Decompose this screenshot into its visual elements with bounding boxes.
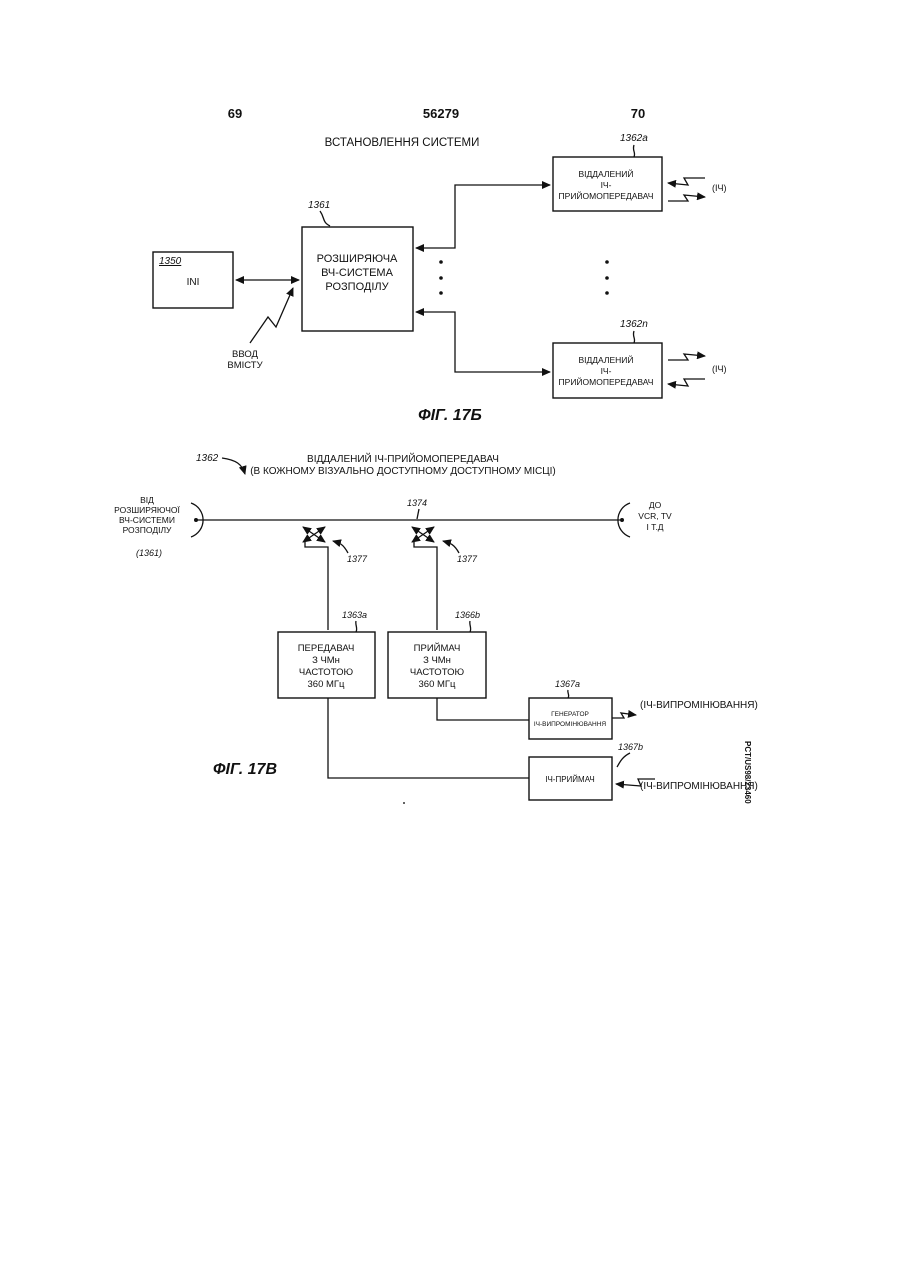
ir-generator-leader bbox=[568, 690, 569, 698]
receiver-to-generator-line bbox=[437, 698, 529, 720]
receiver-ref: 1366b bbox=[455, 610, 480, 620]
link-to-transceiver-a bbox=[416, 185, 550, 248]
source-label-3: ВЧ-СИСТЕМИ bbox=[119, 515, 175, 525]
system-label-line-2: ВЧ-СИСТЕМА bbox=[321, 267, 393, 279]
ir-emission-arrow bbox=[612, 713, 636, 718]
remote-transceiver-title-2: (В КОЖНОМУ ВІЗУАЛЬНО ДОСТУПНОМУ ДОСТУПНО… bbox=[250, 466, 556, 477]
remote-transceiver-title-1: ВІДДАЛЕНИЙ ІЧ-ПРИЙОМОПЕРЕДАВАЧ bbox=[307, 452, 499, 465]
content-input-label-1: ВВОД bbox=[232, 349, 259, 360]
transceiver-a-label-2: ІЧ- bbox=[601, 180, 612, 190]
ellipsis-dots-left bbox=[439, 260, 443, 295]
transceiver-n-label-2: ІЧ- bbox=[601, 366, 612, 376]
transmitter-label-2: З ЧМн bbox=[312, 655, 340, 666]
coupler-right bbox=[412, 527, 437, 630]
ini-label: INI bbox=[187, 277, 200, 288]
transceiver-a-label-1: ВІДДАЛЕНИЙ bbox=[578, 168, 633, 179]
figure-17v: 1362 ВІДДАЛЕНИЙ ІЧ-ПРИЙОМОПЕРЕДАВАЧ (В К… bbox=[114, 452, 758, 804]
page-number-left: 69 bbox=[228, 106, 242, 121]
ir-reception-label: (ІЧ-ВИПРОМІНЮВАННЯ) bbox=[640, 781, 758, 792]
transmitter-leader bbox=[356, 621, 357, 632]
source-label-4: РОЗПОДІЛУ bbox=[123, 525, 172, 535]
transmitter-label-1: ПЕРЕДАВАЧ bbox=[298, 643, 355, 654]
figure-17v-caption: ФІГ. 17В bbox=[213, 761, 277, 778]
transmitter-label-4: 360 МГц bbox=[308, 679, 346, 690]
ir-out-arrow-a bbox=[668, 195, 705, 201]
transceiver-n-leader bbox=[633, 331, 634, 343]
system-label-line-1: РОЗШИРЯЮЧА bbox=[317, 253, 398, 265]
receiver-label-1: ПРИЙМАЧ bbox=[414, 642, 461, 654]
system-ref: 1361 bbox=[308, 200, 330, 211]
transceiver-n-label-3: ПРИЙОМОПЕРЕДАВАЧ bbox=[559, 376, 654, 387]
source-label-1: ВІД bbox=[140, 495, 154, 505]
figure-17b-caption: ФІГ. 17Б bbox=[418, 407, 482, 424]
transceiver-a-leader bbox=[633, 145, 634, 157]
receiver-label-4: 360 МГц bbox=[419, 679, 457, 690]
transceiver-a-ref: 1362a bbox=[620, 133, 648, 144]
ir-generator-box bbox=[529, 698, 612, 739]
transceiver-n-ref: 1362n bbox=[620, 319, 648, 330]
source-ref: (1361) bbox=[136, 548, 162, 558]
system-label-line-3: РОЗПОДІЛУ bbox=[325, 281, 389, 293]
scan-speck bbox=[403, 802, 405, 804]
bus-ref: 1374 bbox=[407, 498, 427, 508]
ir-in-arrow-n bbox=[668, 379, 705, 386]
ir-receiver-ref: 1367b bbox=[618, 742, 643, 752]
system-setup-title: ВСТАНОВЛЕННЯ СИСТЕМИ bbox=[325, 137, 480, 149]
ir-generator-label-2: ІЧ-ВИПРОМІНЮВАННЯ bbox=[534, 721, 607, 728]
content-input-label-2: ВМІСТУ bbox=[227, 360, 263, 371]
ini-ref: 1350 bbox=[159, 256, 182, 267]
coupler-left-ref: 1377 bbox=[347, 554, 368, 564]
receiver-leader bbox=[470, 621, 471, 632]
content-input-arrow bbox=[250, 288, 293, 343]
figure-17b: ВСТАНОВЛЕННЯ СИСТЕМИ 1350 INI 1361 РОЗШИ… bbox=[153, 133, 727, 424]
ir-label-a: (ІЧ) bbox=[712, 183, 727, 193]
destination-node bbox=[620, 518, 624, 522]
transmitter-label-3: ЧАСТОТОЮ bbox=[299, 667, 354, 678]
coupler-left bbox=[303, 527, 328, 630]
transceiver-a-label-3: ПРИЙОМОПЕРЕДАВАЧ bbox=[559, 190, 654, 201]
ir-receiver-leader bbox=[617, 753, 630, 767]
transmitter-ref: 1363a bbox=[342, 610, 367, 620]
receiver-label-3: ЧАСТОТОЮ bbox=[410, 667, 465, 678]
page-number-right: 70 bbox=[631, 106, 645, 121]
ir-generator-label-1: ГЕНЕРАТОР bbox=[551, 711, 589, 718]
remote-transceiver-ref-arrow bbox=[222, 458, 245, 474]
remote-transceiver-ref: 1362 bbox=[196, 453, 219, 464]
transceiver-n-label-1: ВІДДАЛЕНИЙ bbox=[578, 354, 633, 365]
ir-in-arrow-a bbox=[668, 178, 705, 185]
patent-number: 56279 bbox=[423, 106, 459, 121]
side-document-code: PCT/US98/23460 bbox=[743, 741, 752, 804]
transmitter-to-ir-receiver-line bbox=[328, 698, 529, 778]
rf-distribution-system-box bbox=[302, 227, 413, 331]
coupler-left-ref-arrow bbox=[333, 541, 348, 553]
coupler-right-ref: 1377 bbox=[457, 554, 478, 564]
system-leader bbox=[320, 211, 330, 226]
destination-label-3: І Т.Д bbox=[646, 522, 663, 532]
ir-emission-label: (ІЧ-ВИПРОМІНЮВАННЯ) bbox=[640, 700, 758, 711]
source-label-2: РОЗШИРЯЮЧОЇ bbox=[114, 505, 180, 515]
ir-label-n: (ІЧ) bbox=[712, 364, 727, 374]
link-to-transceiver-n bbox=[416, 312, 550, 372]
ir-out-arrow-n bbox=[668, 354, 705, 360]
ellipsis-dots-right bbox=[605, 260, 609, 295]
ir-receiver-label: ІЧ-ПРИЙМАЧ bbox=[545, 775, 595, 784]
coupler-right-ref-arrow bbox=[443, 541, 459, 553]
bus-ref-tick bbox=[417, 509, 419, 519]
destination-label-1: ДО bbox=[649, 500, 662, 510]
ir-generator-ref: 1367a bbox=[555, 679, 580, 689]
receiver-label-2: З ЧМн bbox=[423, 655, 451, 666]
destination-label-2: VCR, TV bbox=[638, 511, 672, 521]
